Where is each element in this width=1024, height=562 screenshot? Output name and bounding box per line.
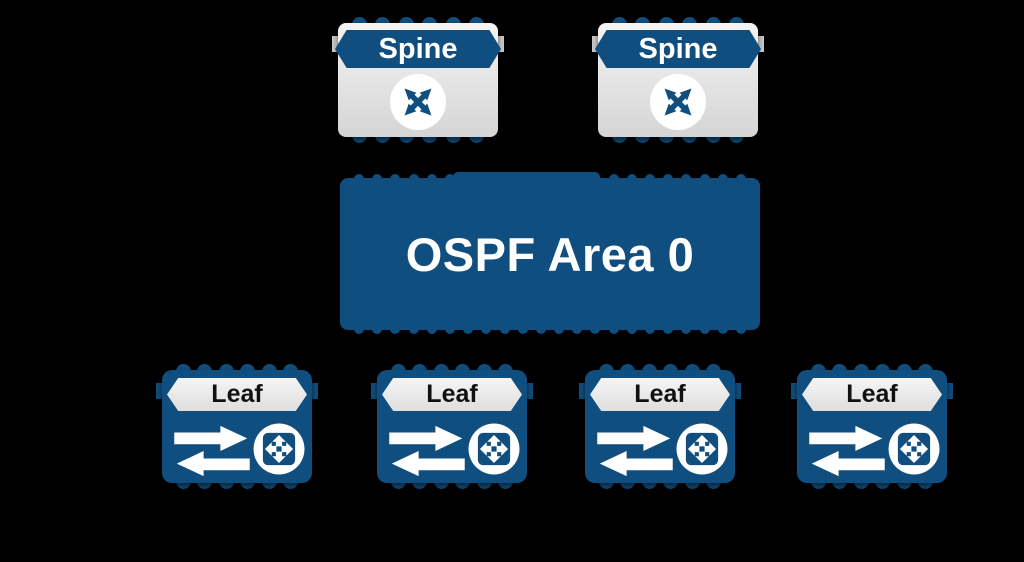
bidirectional-traffic-arrows-icon xyxy=(174,425,250,477)
switch-cross-arrows-icon xyxy=(468,423,520,475)
ospf-area-box: OSPF Area 0 xyxy=(340,172,760,334)
spine-banner: Spine xyxy=(595,30,761,68)
ospf-area-body: OSPF Area 0 xyxy=(340,178,760,330)
leaf-node-1: Leaf xyxy=(156,364,318,489)
banner-side-tab xyxy=(945,383,953,399)
leaf-node-4: Leaf xyxy=(791,364,953,489)
leaf-label: Leaf xyxy=(846,380,898,408)
spine-label: Spine xyxy=(638,32,718,65)
leaf-banner: Leaf xyxy=(167,378,307,411)
leaf-node-3: Leaf xyxy=(579,364,741,489)
switch-cross-arrows-icon xyxy=(253,423,305,475)
banner-side-tab xyxy=(371,383,379,399)
spine-banner: Spine xyxy=(335,30,501,68)
switch-cross-arrows-icon xyxy=(676,423,728,475)
leaf-label: Leaf xyxy=(211,380,263,408)
banner-side-tab xyxy=(733,383,741,399)
bidirectional-traffic-arrows-icon xyxy=(809,425,885,477)
spine-label: Spine xyxy=(378,32,458,65)
bidirectional-traffic-arrows-icon xyxy=(597,425,673,477)
switch-cross-arrows-icon xyxy=(888,423,940,475)
banner-side-tab xyxy=(791,383,799,399)
ospf-area-label: OSPF Area 0 xyxy=(405,227,695,281)
leaf-banner: Leaf xyxy=(590,378,730,411)
leaf-banner: Leaf xyxy=(802,378,942,411)
four-way-cross-arrows-icon xyxy=(397,81,439,123)
spine-node-1: Spine xyxy=(332,17,504,143)
router-icon-circle xyxy=(390,74,446,130)
leaf-label: Leaf xyxy=(634,380,686,408)
banner-side-tab xyxy=(310,383,318,399)
leaf-label: Leaf xyxy=(426,380,478,408)
banner-side-tab xyxy=(579,383,587,399)
banner-side-tab xyxy=(156,383,164,399)
banner-side-tab xyxy=(592,36,600,52)
leaf-banner: Leaf xyxy=(382,378,522,411)
bidirectional-traffic-arrows-icon xyxy=(389,425,465,477)
leaf-node-2: Leaf xyxy=(371,364,533,489)
banner-side-tab xyxy=(756,36,764,52)
banner-side-tab xyxy=(525,383,533,399)
banner-side-tab xyxy=(496,36,504,52)
router-icon-circle xyxy=(650,74,706,130)
spine-node-2: Spine xyxy=(592,17,764,143)
four-way-cross-arrows-icon xyxy=(657,81,699,123)
banner-side-tab xyxy=(332,36,340,52)
